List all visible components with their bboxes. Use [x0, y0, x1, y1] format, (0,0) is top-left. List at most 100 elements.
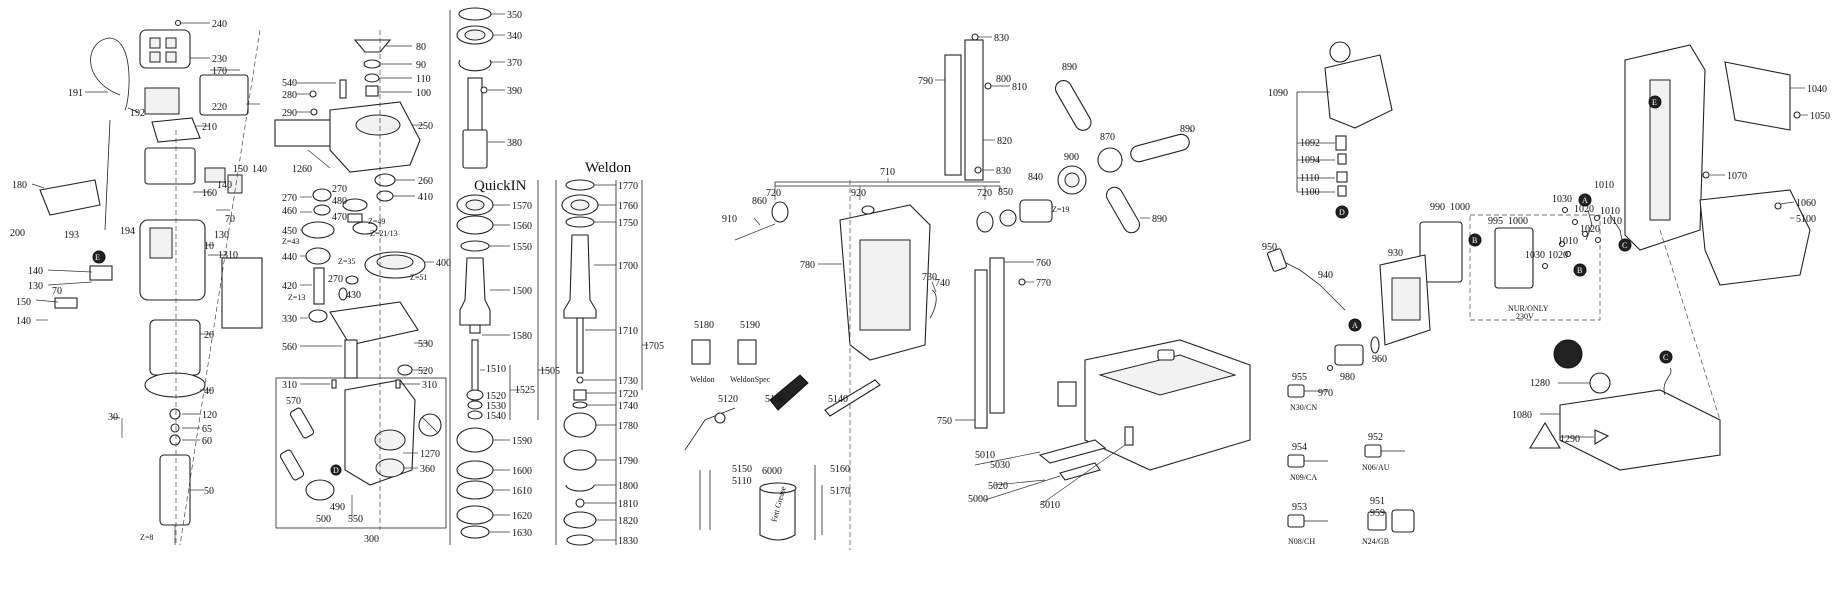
part-label: 180: [12, 180, 27, 191]
brush-holder: [144, 147, 196, 185]
part-label: 1010: [1558, 236, 1578, 247]
bearing-270b: [345, 275, 359, 285]
sticker-1280-ring: [1589, 372, 1611, 394]
part-label: 1290: [1560, 434, 1580, 445]
rail-760: [989, 257, 1005, 414]
screw-970: [1326, 364, 1334, 372]
ring-1600: [456, 460, 494, 480]
washer-65: [170, 423, 180, 433]
note-text: NUR/ONLY: [1508, 304, 1549, 313]
plug-code: N30/CN: [1290, 403, 1317, 412]
hub-870: [1097, 147, 1123, 173]
part-label: 750: [937, 416, 952, 427]
part-label: 1705: [644, 341, 664, 352]
rail-750: [974, 269, 988, 429]
label-plate: [274, 119, 334, 147]
part-label: 250: [418, 121, 433, 132]
spring-1710: [576, 317, 584, 374]
part-label: 1030: [1525, 250, 1545, 261]
marker-C: [1618, 238, 1632, 252]
part-label: 330: [282, 314, 297, 325]
part-label: 740: [935, 278, 950, 289]
cap-980: [1334, 344, 1364, 366]
ring-1770: [565, 179, 595, 191]
part-960: [1370, 336, 1380, 354]
part-label: 160: [202, 188, 217, 199]
plug-959: [1391, 509, 1415, 533]
switch-module: [144, 87, 180, 115]
sleeve-1820: [563, 511, 597, 529]
part-label: 6000: [762, 466, 782, 477]
part-label: 490: [330, 502, 345, 513]
switch-button: [149, 37, 161, 49]
part-label: 1580: [512, 331, 532, 342]
marker-letter: C: [1663, 353, 1668, 362]
lever-570b: [279, 449, 305, 481]
board-995: [1494, 227, 1534, 289]
part-label: 310: [422, 380, 437, 391]
part-label: 350: [507, 10, 522, 21]
marker-B: [1468, 233, 1482, 247]
hub-840: [1019, 199, 1053, 223]
gear-tooth-label: Z=19: [1052, 205, 1069, 214]
header-weldon: Weldon: [585, 160, 632, 176]
part-label: 400: [436, 258, 451, 269]
part-label: 1280: [1530, 378, 1550, 389]
part-label: 520: [418, 366, 433, 377]
screw-770: [1018, 278, 1026, 286]
spring-740: [929, 289, 937, 319]
part-label: 1570: [512, 201, 532, 212]
part-label: 100: [416, 88, 431, 99]
gear-450: [301, 221, 335, 239]
part-label: 920: [851, 188, 866, 199]
part-label: 951: [1370, 496, 1385, 507]
gear-housing-top: [329, 101, 421, 173]
part-label: 230: [212, 54, 227, 65]
part-label: 980: [1340, 372, 1355, 383]
ring-90: [363, 59, 381, 69]
part-label: 790: [918, 76, 933, 87]
bearing-270: [312, 188, 332, 202]
part-label: 1720: [618, 389, 638, 400]
part-label: 193: [64, 230, 79, 241]
part-label: 1620: [512, 511, 532, 522]
part-label: 5110: [732, 476, 752, 487]
part-label: 260: [418, 176, 433, 187]
plug-951: [1367, 511, 1387, 531]
part-label: 955: [1292, 372, 1307, 383]
lever-570: [289, 407, 315, 439]
part-label: 1730: [618, 376, 638, 387]
part-label: 460: [282, 206, 297, 217]
stator: [149, 319, 201, 376]
part-label: 1740: [618, 401, 638, 412]
part-label: 560: [282, 342, 297, 353]
switch-button: [165, 51, 177, 63]
knob-500: [305, 479, 335, 501]
part-label: 1070: [1727, 171, 1747, 182]
plug-954: [1287, 454, 1305, 468]
box-1080: [1559, 389, 1721, 471]
accessory-caption: WeldonSpec: [730, 375, 771, 384]
part-label: 10: [204, 241, 214, 252]
part-label: 540: [282, 78, 297, 89]
part-label: 1020: [1580, 224, 1600, 235]
part-label: 810: [1012, 82, 1027, 93]
cap-80: [353, 39, 392, 53]
part-1100: [1337, 185, 1347, 197]
ring-1630: [460, 525, 490, 539]
part-label: 1530: [486, 401, 506, 412]
part-label: 270: [282, 193, 297, 204]
part-label: 70: [225, 214, 235, 225]
part-label: 1760: [618, 201, 638, 212]
plug-952: [1364, 444, 1382, 458]
switch-panel: [139, 29, 191, 69]
screw-1070: [1702, 171, 1710, 179]
part-label: 890: [1180, 124, 1195, 135]
part-label: 410: [418, 192, 433, 203]
part-label: 840: [1028, 172, 1043, 183]
brush-cap: [204, 167, 226, 183]
part-label: 150: [233, 164, 248, 175]
part-label: 1550: [512, 242, 532, 253]
pin-390: [480, 86, 488, 94]
stand-assembly: [684, 33, 1251, 550]
